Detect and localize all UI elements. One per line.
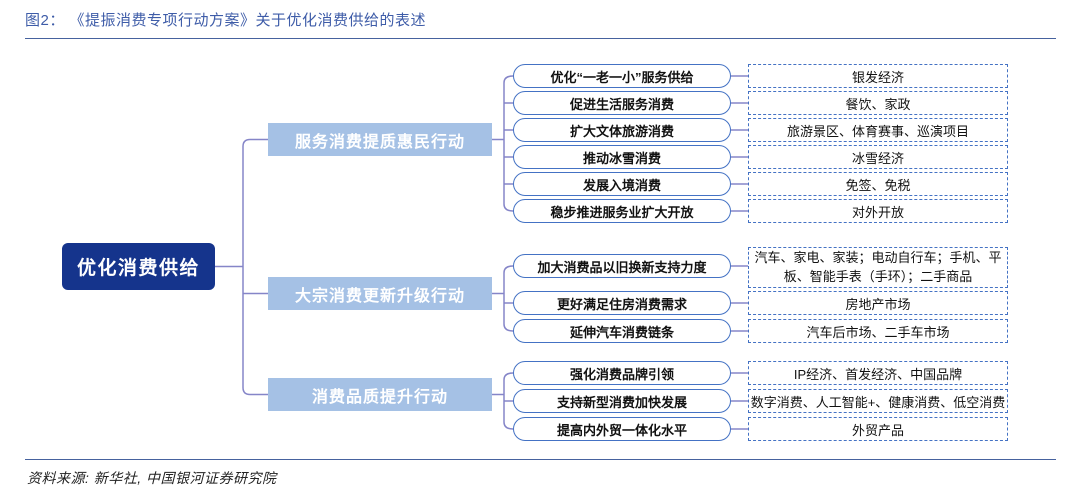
root-node: 优化消费供给	[62, 243, 215, 290]
target-node: 汽车、家电、家装；电动自行车；手机、平板、智能手表（手环）；二手商品	[748, 247, 1008, 288]
target-node: 餐饮、家政	[748, 91, 1008, 115]
action-node: 促进生活服务消费	[513, 91, 731, 115]
action-node: 扩大文体旅游消费	[513, 118, 731, 142]
target-node: 冰雪经济	[748, 145, 1008, 169]
action-node: 发展入境消费	[513, 172, 731, 196]
action-node: 支持新型消费加快发展	[513, 389, 731, 413]
divider-bottom	[25, 459, 1056, 460]
target-node: IP经济、首发经济、中国品牌	[748, 361, 1008, 385]
target-node: 房地产市场	[748, 291, 1008, 315]
target-node: 旅游景区、体育赛事、巡演项目	[748, 118, 1008, 142]
branch-node-quality: 消费品质提升行动	[268, 378, 492, 411]
action-node: 更好满足住房消费需求	[513, 291, 731, 315]
figure-title: 图2： 《提振消费专项行动方案》关于优化消费供给的表述	[25, 12, 427, 29]
action-node: 加大消费品以旧换新支持力度	[513, 254, 731, 278]
target-node: 汽车后市场、二手车市场	[748, 319, 1008, 343]
target-node: 免签、免税	[748, 172, 1008, 196]
target-node: 银发经济	[748, 64, 1008, 88]
divider-top	[25, 38, 1056, 39]
target-node: 数字消费、人工智能+、健康消费、低空消费	[748, 389, 1008, 413]
action-node: 提高内外贸一体化水平	[513, 417, 731, 441]
branch-node-service: 服务消费提质惠民行动	[268, 123, 492, 156]
action-node: 推动冰雪消费	[513, 145, 731, 169]
target-node: 外贸产品	[748, 417, 1008, 441]
source-note: 资料来源: 新华社, 中国银河证券研究院	[27, 470, 277, 486]
action-node: 强化消费品牌引领	[513, 361, 731, 385]
action-node: 延伸汽车消费链条	[513, 319, 731, 343]
target-node: 对外开放	[748, 199, 1008, 223]
action-node: 优化“一老一小”服务供给	[513, 64, 731, 88]
action-node: 稳步推进服务业扩大开放	[513, 199, 731, 223]
branch-node-bulk: 大宗消费更新升级行动	[268, 277, 492, 310]
